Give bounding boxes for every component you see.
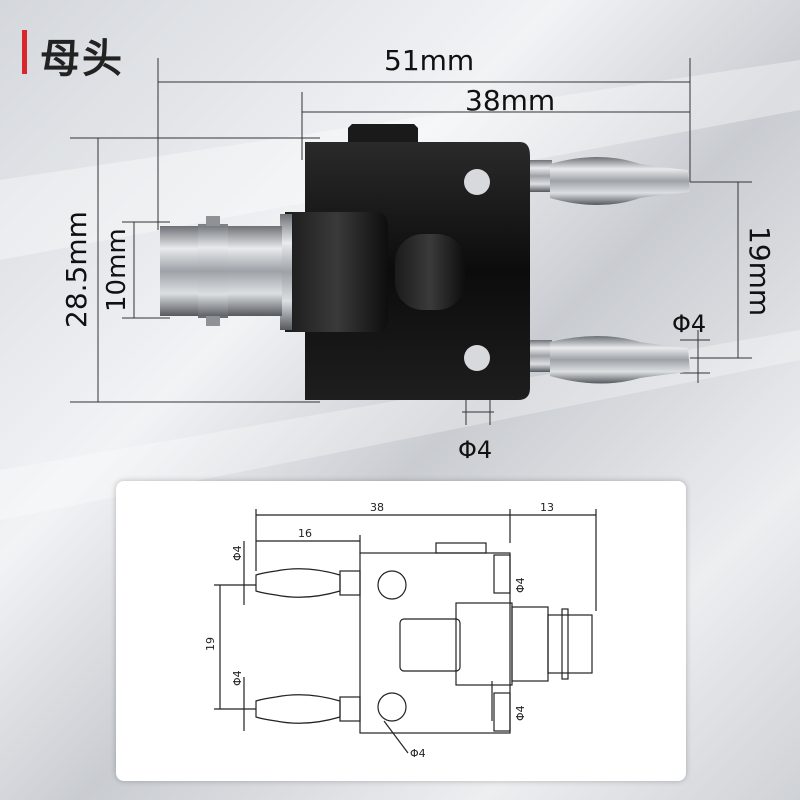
dim-total-length: 51mm: [384, 44, 475, 77]
dim-bnc-diameter: 10mm: [102, 228, 132, 312]
page-title: 母头: [40, 36, 124, 82]
dim-hole-diameter: Φ4: [458, 436, 493, 464]
drawing-dim-right-top-diameter: Φ4: [514, 577, 527, 593]
dim-pin-diameter: Φ4: [672, 310, 707, 338]
drawing-dim-pin-spacing: 19: [204, 637, 217, 651]
dim-height: 28.5mm: [60, 211, 93, 328]
title-accent-bar: [22, 30, 27, 74]
drawing-dim-body-length: 38: [370, 501, 384, 514]
technical-drawing-card: 38 13 16 19 Φ4 Φ4 Φ4 Φ4 Φ4: [116, 481, 686, 781]
drawing-dim-hole-diameter: Φ4: [410, 747, 426, 760]
drawing-dim-pin-bottom-diameter: Φ4: [231, 670, 244, 686]
technical-drawing: [214, 509, 597, 754]
dim-pin-spacing: 19mm: [743, 226, 776, 317]
dim-body-length: 38mm: [465, 84, 556, 117]
banana-pin-top: [520, 157, 690, 205]
drawing-dim-bnc-length: 13: [540, 501, 554, 514]
drawing-dim-right-bottom-diameter: Φ4: [514, 705, 527, 721]
photo-dimension-lines: [70, 58, 752, 425]
drawing-dim-pin-top-diameter: Φ4: [231, 545, 244, 561]
drawing-dim-pin-length: 16: [298, 527, 312, 540]
